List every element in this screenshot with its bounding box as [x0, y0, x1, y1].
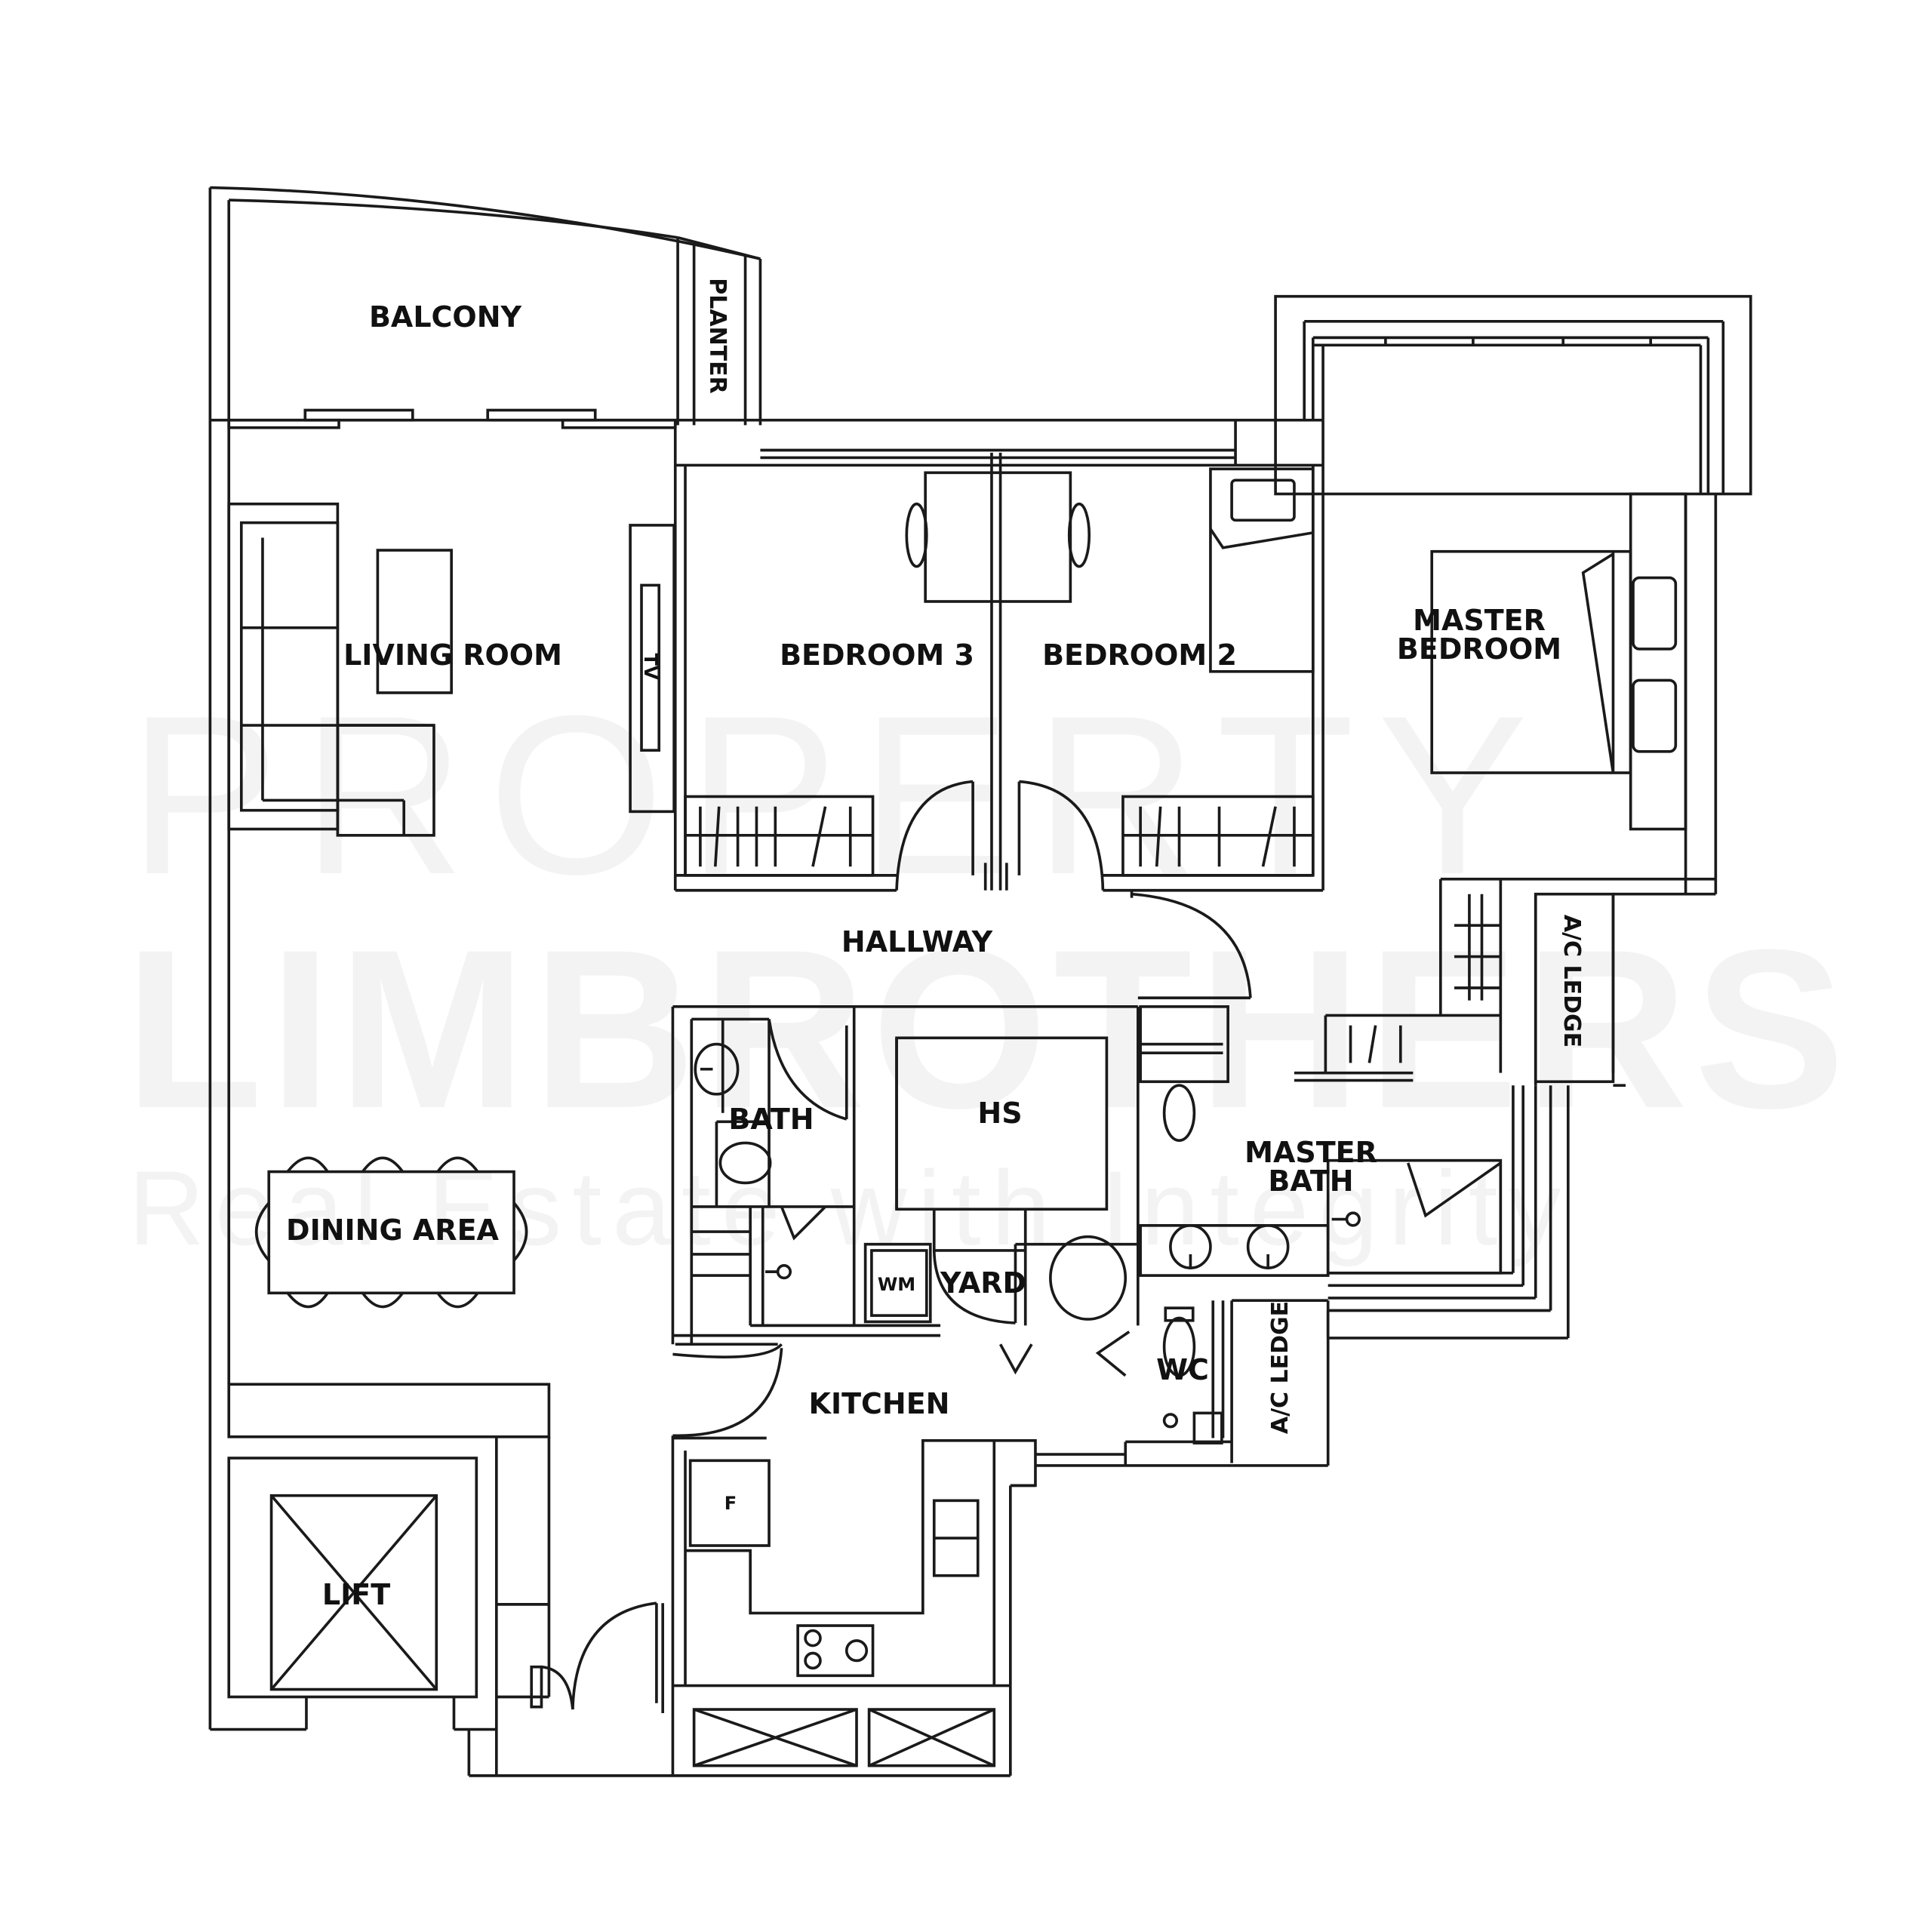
label-lift: LIFT: [321, 1578, 391, 1611]
lift-shaft: [269, 1494, 438, 1691]
label-planter: PLANTER: [704, 278, 731, 394]
living-room-furniture: [227, 502, 675, 837]
label-master-bath-line1: MASTER: [1244, 1136, 1377, 1169]
service-areas: [671, 1005, 1232, 1776]
label-master-bedroom-line2: BEDROOM: [1396, 632, 1562, 666]
dining-table: [254, 1156, 528, 1309]
label-bedroom-2: BEDROOM 2: [1042, 638, 1237, 672]
label-wc: WC: [1156, 1353, 1209, 1386]
label-master-bath-line2: BATH: [1268, 1164, 1354, 1198]
label-dining-area: DINING AREA: [286, 1214, 499, 1247]
label-yard: YARD: [940, 1266, 1027, 1300]
master-bedroom-walls: [1274, 294, 1752, 1088]
label-hallway: HALLWAY: [841, 925, 993, 958]
master-bath: [1137, 996, 1570, 1467]
bedroom-walls: [673, 418, 1324, 892]
label-hs: HS: [977, 1097, 1023, 1130]
label-bedroom-3: BEDROOM 3: [780, 638, 974, 672]
label-bath: BATH: [728, 1103, 814, 1136]
label-living-room: LIVING ROOM: [343, 638, 562, 672]
label-wm: WM: [877, 1274, 916, 1295]
label-balcony: BALCONY: [368, 300, 522, 334]
label-ac-ledge-bottom: A/C LEDGE: [1267, 1300, 1294, 1435]
label-kitchen: KITCHEN: [808, 1387, 950, 1420]
label-tv: TV: [640, 653, 661, 680]
label-master-bedroom-line1: MASTER: [1413, 604, 1546, 637]
label-fridge: F: [724, 1493, 737, 1514]
label-ac-ledge-top: A/C LEDGE: [1558, 914, 1585, 1048]
outer-walls: [208, 186, 1011, 1777]
watermark-property: PROPERTY: [128, 668, 1551, 921]
hallway-doors: [1130, 890, 1252, 998]
watermark-limbrothers: LIMBROTHERS: [125, 902, 1851, 1155]
